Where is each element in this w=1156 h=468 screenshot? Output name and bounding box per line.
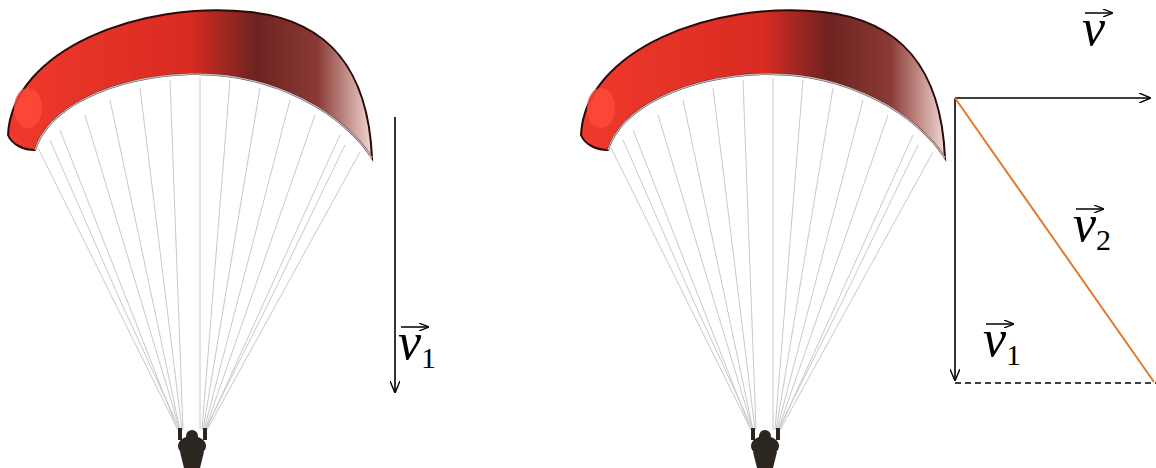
vector-label: v: [1082, 2, 1105, 54]
vector-label: v1: [983, 313, 1021, 370]
vector-label: v2: [1073, 198, 1111, 255]
vector-label: v1: [398, 316, 436, 373]
